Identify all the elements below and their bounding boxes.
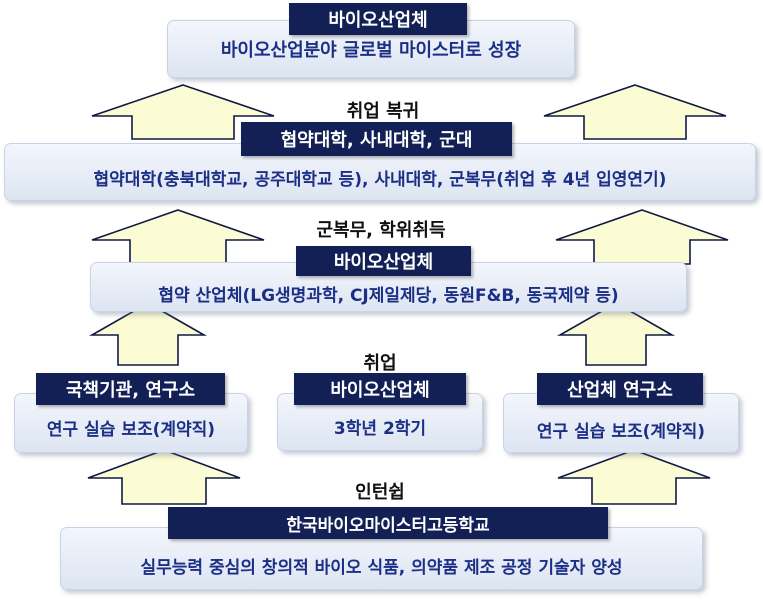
university-text: 협약대학(충북대학교, 공주대학교 등), 사내대학, 군복무(취업 후 4년 … — [93, 169, 667, 190]
arrow-up-icon — [556, 302, 676, 366]
university-title: 협약대학, 사내대학, 군대 — [241, 122, 512, 156]
school-title: 한국바이오마이스터고등학교 — [168, 507, 608, 539]
military-label: 군복무, 학위취득 — [316, 220, 446, 241]
arrow-up-icon — [91, 84, 275, 140]
institute-left-text: 연구 실습 보조(계약직) — [46, 419, 216, 440]
institute-right-text: 연구 실습 보조(계약직) — [536, 421, 706, 442]
top-title: 바이오산업체 — [289, 3, 467, 35]
arrow-up-icon — [557, 449, 711, 505]
top-box: 바이오산업분야 글로벌 마이스터로 성장 — [167, 20, 575, 78]
internship-label: 인턴쉽 — [355, 482, 405, 503]
employment-label: 취업 — [363, 353, 397, 374]
arrow-up-icon — [555, 209, 729, 265]
arrow-up-icon — [91, 209, 265, 265]
industry-text: 협약 산업체(LG생명과학, CJ제일제당, 동원F&B, 동국제약 등) — [158, 285, 619, 306]
arrow-up-icon — [87, 449, 241, 505]
school-text: 실무능력 중심의 창의적 바이오 식품, 의약품 제조 공정 기술자 양성 — [140, 558, 623, 578]
return-label: 취업 복귀 — [346, 101, 420, 122]
arrow-up-icon — [543, 84, 727, 140]
institute-right-title: 산업체 연구소 — [537, 373, 703, 405]
industry-title: 바이오산업체 — [296, 246, 471, 276]
industry-box: 협약 산업체(LG생명과학, CJ제일제당, 동원F&B, 동국제약 등) — [90, 262, 687, 312]
institute-left-title: 국책기관, 연구소 — [36, 373, 225, 405]
center-company-title: 바이오산업체 — [294, 373, 466, 405]
arrow-up-icon — [88, 302, 208, 366]
top-text: 바이오산업분야 글로벌 마이스터로 성장 — [220, 40, 522, 61]
center-company-text: 3학년 2학기 — [333, 418, 427, 439]
